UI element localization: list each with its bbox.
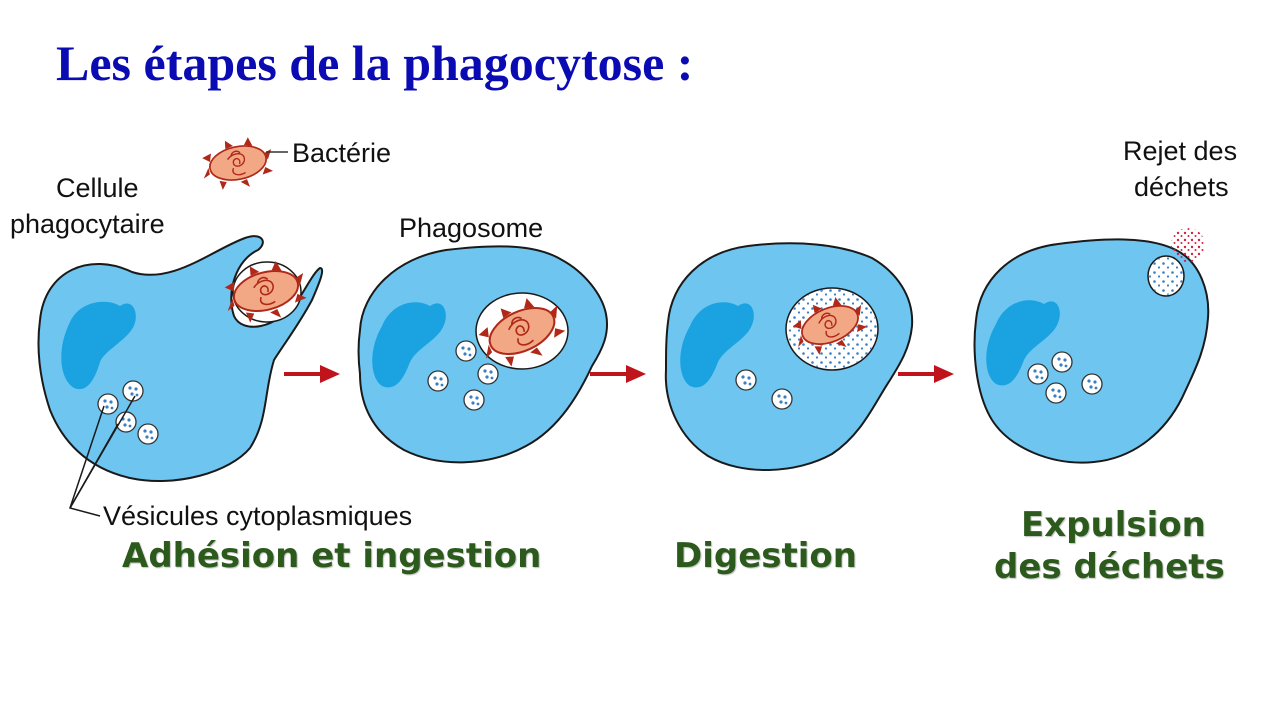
vesicle [97, 393, 119, 415]
arrow-stage-1-to-2 [284, 365, 340, 383]
vesicle [1081, 373, 1103, 395]
arrow-stage-3-to-4 [898, 365, 954, 383]
vesicle [463, 389, 485, 411]
stage-adhesion-ingestion: Adhésion et ingestion [122, 536, 542, 576]
phagocyte-cell-2 [357, 245, 608, 464]
vesicle [477, 363, 499, 385]
waste-dots [1149, 257, 1183, 295]
nucleus-4 [986, 300, 1060, 386]
label-bacterie: Bactérie [292, 138, 392, 168]
vesicle [735, 369, 757, 391]
phagocyte-cell-3 [664, 242, 914, 471]
stage-des-dechets: des déchets [994, 547, 1225, 587]
label-rejet: Rejet des [1123, 136, 1238, 166]
arrow-stage-2-to-3 [590, 365, 646, 383]
label-vesicules: Vésicules cytoplasmiques [103, 501, 413, 531]
expelled-waste [1171, 228, 1205, 262]
stage-expulsion: Expulsion [1021, 505, 1206, 545]
page-title: Les étapes de la phagocytose : [56, 35, 694, 91]
vesicle [1027, 363, 1049, 385]
vesicle [427, 370, 449, 392]
vesicle [137, 423, 159, 445]
phagocyte-cell-4 [973, 228, 1210, 464]
label-dechets: déchets [1134, 172, 1229, 202]
label-phagosome: Phagosome [399, 213, 544, 243]
stage-digestion: Digestion [674, 536, 857, 576]
vesicle [1045, 382, 1067, 404]
vesicle [115, 411, 137, 433]
vesicle [771, 388, 793, 410]
nucleus-3 [680, 302, 754, 388]
label-phagocytaire: phagocytaire [10, 209, 165, 239]
vesicle [455, 340, 477, 362]
cell-body-1 [37, 235, 324, 482]
vesicles-leader-lines [69, 395, 136, 517]
bacterium-icon [196, 130, 279, 197]
vesicle [1051, 351, 1073, 373]
label-cellule: Cellule [56, 173, 139, 203]
nucleus-1 [61, 301, 136, 390]
cell-body-4 [973, 238, 1210, 464]
nucleus-2 [372, 302, 446, 388]
